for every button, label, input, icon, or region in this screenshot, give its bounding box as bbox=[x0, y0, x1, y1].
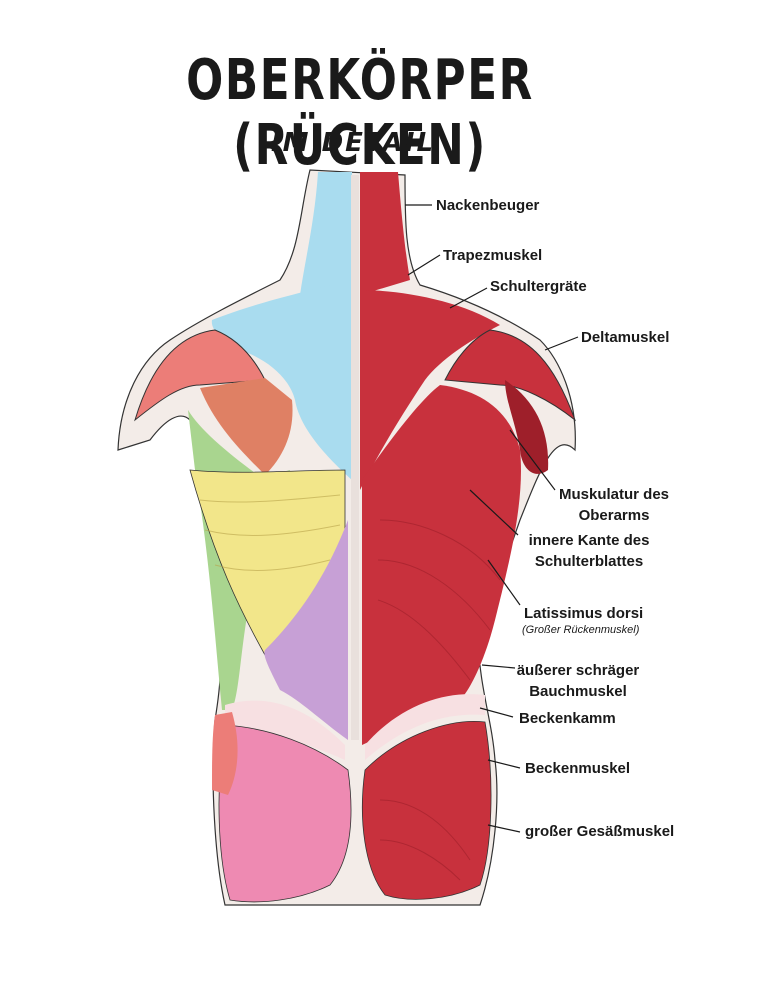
label-schulterblatt: innere Kante des Schulterblattes bbox=[517, 530, 661, 572]
page-subtitle: IM DETAIL bbox=[270, 128, 436, 158]
leader-oberarm bbox=[509, 429, 556, 491]
pelvis-right-light bbox=[365, 694, 485, 760]
leader-bauchmuskel bbox=[481, 664, 516, 669]
label-nackenbeuger: Nackenbeuger bbox=[436, 197, 540, 214]
page-title: OBERKÖRPER (RÜCKEN) bbox=[186, 48, 534, 178]
leader-schultergraete bbox=[449, 287, 488, 309]
label-bauchmuskel: äußerer schräger Bauchmuskel bbox=[512, 660, 644, 702]
label-deltamuskel: Deltamuskel bbox=[581, 329, 670, 346]
deltoid-left bbox=[134, 329, 266, 422]
label-latissimus-sub: (Großer Rückenmuskel) bbox=[522, 624, 640, 636]
leader-deltamuskel bbox=[544, 336, 579, 351]
label-oberarm: Muskulatur des Oberarms bbox=[548, 484, 680, 526]
label-schultergraete: Schultergräte bbox=[490, 278, 587, 295]
trapezius-right bbox=[360, 290, 500, 490]
label-oberarm-line2: Oberarms bbox=[578, 507, 650, 524]
label-bauchmuskel-line2: Bauchmuskel bbox=[529, 683, 627, 700]
latissimus-right bbox=[362, 385, 521, 745]
neck-left-blue bbox=[300, 172, 352, 295]
label-gesaessmuskel: großer Gesäßmuskel bbox=[525, 823, 675, 840]
leader-schulterblatt bbox=[469, 489, 519, 536]
label-oberarm-line1: Muskulatur des bbox=[558, 486, 670, 503]
label-beckenmuskel: Beckenmuskel bbox=[525, 760, 631, 777]
oblique-left bbox=[264, 520, 348, 740]
leader-beckenkamm bbox=[479, 707, 514, 718]
leader-gesaessmuskel bbox=[487, 824, 521, 833]
trapezius-left bbox=[211, 280, 352, 480]
gluteus-medius-left bbox=[212, 712, 238, 795]
leader-beckenmuskel bbox=[487, 759, 521, 769]
infraspinatus-left bbox=[200, 378, 293, 475]
label-schulterblatt-line2: Schulterblattes bbox=[534, 553, 644, 570]
oberarm-right bbox=[505, 380, 549, 474]
gluteus-left bbox=[218, 724, 352, 903]
pelvis-left-light bbox=[225, 700, 345, 760]
deltoid-right bbox=[444, 329, 577, 422]
label-latissimus: Latissimus dorsi bbox=[524, 605, 644, 622]
label-bauchmuskel-line1: äußerer schräger bbox=[516, 662, 640, 679]
label-beckenkamm: Beckenkamm bbox=[519, 710, 616, 727]
label-schulterblatt-line1: innere Kante des bbox=[528, 532, 650, 549]
neck-right-red bbox=[360, 172, 410, 295]
leader-latissimus bbox=[487, 559, 521, 606]
leader-trapezmuskel bbox=[407, 254, 441, 276]
gluteus-right bbox=[361, 721, 492, 900]
label-trapezmuskel: Trapezmuskel bbox=[443, 247, 543, 264]
